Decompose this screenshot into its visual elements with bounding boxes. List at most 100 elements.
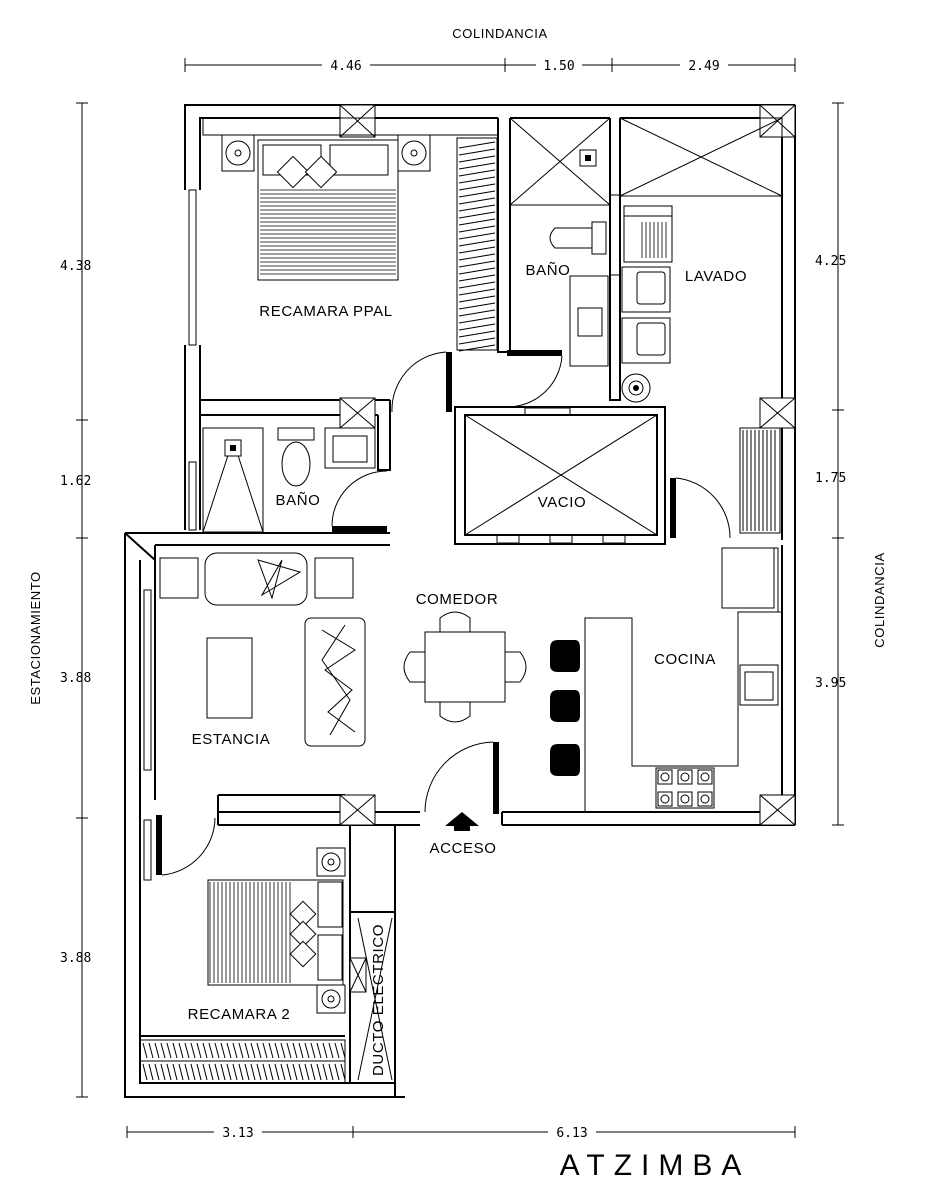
label-master-bedroom: RECAMARA PPAL	[259, 303, 392, 320]
hatch-line	[244, 1042, 250, 1059]
hatch-line	[316, 1063, 322, 1081]
hatch-line	[322, 1042, 328, 1059]
dim-right-2: 1.75	[815, 471, 846, 486]
dim-left-2: 1.62	[60, 474, 91, 489]
doors	[156, 350, 731, 876]
dim-top-1: 4.46	[330, 59, 361, 74]
hatch-line	[214, 1063, 220, 1081]
hatch-line	[214, 1042, 220, 1059]
hatch-line	[458, 309, 496, 317]
hatch-line	[250, 1042, 256, 1059]
hatch-line	[142, 1042, 148, 1059]
hatch-line	[458, 281, 496, 289]
hatch-line	[226, 1042, 232, 1059]
hatch-line	[458, 190, 496, 198]
hatch-line	[184, 1042, 190, 1059]
column-5	[339, 794, 376, 826]
bedroom2-furniture	[207, 847, 393, 1081]
burner	[677, 769, 693, 785]
hatch-line	[280, 1063, 286, 1081]
hatch-line	[458, 316, 496, 324]
void-x	[464, 414, 658, 536]
hatch-line	[232, 1063, 238, 1081]
door-swing-kitchen	[675, 477, 731, 539]
columns	[339, 104, 796, 993]
label-kitchen: COCINA	[654, 651, 716, 668]
door-swing-entry	[424, 741, 494, 813]
burner	[657, 769, 673, 785]
dining-furniture	[403, 611, 527, 723]
hatch-line	[292, 1042, 298, 1059]
hatch-line	[328, 1042, 334, 1059]
hatch-line	[220, 1063, 226, 1081]
hatch-line	[190, 1042, 196, 1059]
hatch-line	[178, 1063, 184, 1081]
door-swing-bath	[506, 355, 563, 408]
hatch-line	[304, 1042, 310, 1059]
hatch-line	[340, 1063, 346, 1081]
hatch-line	[232, 1042, 238, 1059]
hatch-line	[458, 183, 496, 191]
column-1	[339, 104, 376, 138]
hatch-line	[256, 1063, 262, 1081]
laundry-fixtures	[619, 117, 783, 403]
hatch-line	[244, 1063, 250, 1081]
column-2	[759, 104, 796, 138]
living-furniture	[159, 552, 366, 747]
dim-left-1: 4.38	[60, 259, 91, 274]
hatch-line	[178, 1042, 184, 1059]
hatch-line	[458, 246, 496, 254]
side-label-right: COLINDANCIA	[872, 552, 887, 647]
hatch-line	[458, 197, 496, 205]
dim-right-3: 3.95	[815, 676, 846, 691]
burner	[677, 791, 693, 807]
door-leaf-bedroom2	[156, 815, 162, 875]
hatch-line	[196, 1063, 202, 1081]
hatch-line	[226, 1063, 232, 1081]
hatch-line	[458, 176, 496, 184]
hatch-line	[458, 141, 496, 149]
label-bathroom-bottom: BAÑO	[276, 492, 321, 509]
dim-top-3: 2.49	[688, 59, 719, 74]
hatch-line	[286, 1042, 292, 1059]
hatch-line	[458, 337, 496, 345]
hatch-line	[286, 1063, 292, 1081]
burner-ring	[680, 794, 690, 804]
hatch-line	[262, 1042, 268, 1059]
dimension-labels: 4.46 1.50 2.49 4.38 1.62 3.88 3.88 4.25 …	[60, 57, 846, 1141]
hatch-line	[458, 148, 496, 156]
label-duct: DUCTO ELECTRICO	[370, 924, 387, 1076]
hatch-line	[298, 1042, 304, 1059]
hatch-line	[340, 1042, 346, 1059]
label-access: ACCESO	[430, 840, 497, 857]
dim-left-4: 3.88	[60, 951, 91, 966]
side-label-left: ESTACIONAMIENTO	[28, 571, 43, 704]
hatch-line	[172, 1063, 178, 1081]
bathroom-top-fixtures	[509, 117, 621, 367]
hatch-line	[458, 239, 496, 247]
hatch-line	[292, 1063, 298, 1081]
hatch-line	[202, 1042, 208, 1059]
hatch-line	[458, 225, 496, 233]
hatch-line	[268, 1042, 274, 1059]
hatch-line	[166, 1042, 172, 1059]
hatch-line	[458, 204, 496, 212]
hatch-line	[238, 1063, 244, 1081]
hatch-line	[160, 1063, 166, 1081]
door-leaf-entry	[493, 742, 499, 814]
hatch-line	[334, 1063, 340, 1081]
door-leaf-kitchen	[670, 478, 676, 538]
burner-ring	[700, 772, 710, 782]
column-6	[759, 794, 796, 826]
label-bedroom2: RECAMARA 2	[188, 1006, 291, 1023]
door-swing-bath2	[331, 470, 388, 527]
hatch-line	[458, 232, 496, 240]
hatch-line	[190, 1063, 196, 1081]
hatch-line	[458, 169, 496, 177]
label-dining: COMEDOR	[416, 591, 499, 608]
dim-top-2: 1.50	[543, 59, 574, 74]
hatch-line	[148, 1063, 154, 1081]
hatch-line	[196, 1042, 202, 1059]
hatch-line	[154, 1063, 160, 1081]
dim-bottom-2: 6.13	[556, 1126, 587, 1141]
